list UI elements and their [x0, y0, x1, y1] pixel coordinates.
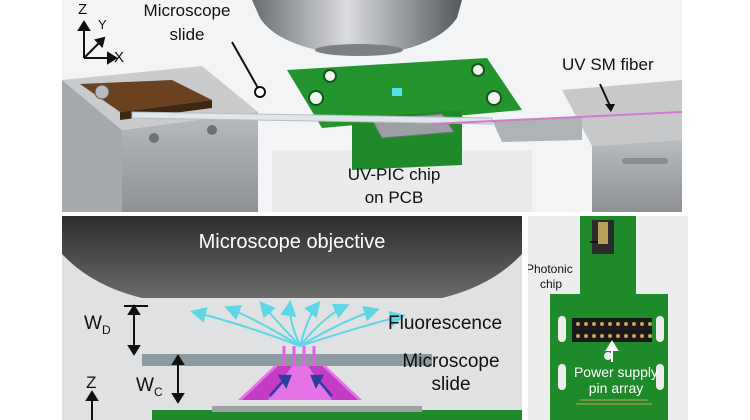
wc-label: WC [136, 375, 163, 399]
chip-strip [212, 406, 422, 412]
setup-render-illustration [62, 0, 682, 212]
pin-pads [576, 322, 652, 338]
pcb-photo-panel: Photonic chip Power supply pin array [528, 216, 688, 420]
magenta-light-structure [238, 346, 362, 400]
microscope-slide [131, 111, 493, 125]
wd-label: WD [84, 313, 111, 337]
fluorescence-rays [190, 300, 406, 347]
z-axis-arrow [85, 390, 99, 420]
fluorescence-label: Fluorescence [388, 313, 503, 334]
light-direction-arrows [269, 374, 333, 397]
pcb-strip [152, 410, 522, 420]
microscope-slide-label: Microscope slide [128, 2, 246, 44]
wc-label-w: W [136, 375, 154, 396]
axis-y-label: Y [98, 17, 107, 32]
pcb-traces [576, 399, 652, 405]
wd-label-w: W [84, 313, 102, 334]
uv-pic-chip-label-line1: UV-PIC chip [347, 165, 441, 184]
z-axis-label: Z [86, 373, 97, 392]
wc-label-sub: C [153, 384, 163, 399]
slide-label-line1: Microscope [402, 351, 500, 372]
axis-x-label: X [114, 49, 125, 66]
fiber-leader-line [599, 83, 611, 107]
microscope-slide-cross-section [142, 354, 432, 366]
uv-pic-chip-label-line2: on PCB [364, 187, 424, 207]
cross-section-panel: Microscope objective Fluorescence Micros… [62, 216, 522, 420]
pin-array-arrow [605, 340, 619, 362]
objective-label: Microscope objective [198, 231, 386, 253]
uv-fiber [431, 111, 682, 125]
wd-label-sub: D [101, 322, 111, 337]
center-block [272, 150, 532, 212]
power-supply-label-line1: Power supply [573, 364, 659, 380]
power-supply-label-line2: pin array [588, 380, 644, 397]
uv-sm-fiber-label: UV SM fiber [562, 55, 654, 74]
left-stage [62, 66, 258, 212]
slide-leader-line [231, 41, 259, 89]
wc-dimension-arrow [171, 354, 185, 404]
photonic-chip-label-line1: Photonic [528, 262, 573, 276]
microscope-slide-label-line1: Microscope [143, 1, 231, 20]
photonic-chip-label-line2: chip [540, 277, 563, 291]
setup-render-panel: Z Y X Microscope slide UV SM fiber UV-PI… [62, 0, 682, 212]
pin-array [572, 318, 652, 342]
pcb-photo-illustration [550, 216, 668, 420]
wd-dimension-arrow [124, 304, 148, 356]
photonic-chip-label: Photonic chip [528, 262, 573, 292]
slide-label: Microscope slide [388, 352, 514, 395]
power-supply-label: Power supply pin array [564, 364, 668, 396]
microscope-objective [62, 216, 522, 298]
cross-section-diagram [62, 216, 522, 420]
microscope-slide-label-line2: slide [169, 24, 205, 44]
uv-pic-chip-label: UV-PIC chip on PCB [324, 166, 464, 207]
right-stage [492, 80, 682, 212]
xyz-axis-indicator [77, 20, 118, 65]
axis-z-label: Z [78, 1, 88, 18]
microscope-objective-top [252, 0, 462, 56]
brown-clip [80, 80, 212, 120]
slide-label-line2: slide [431, 373, 471, 395]
